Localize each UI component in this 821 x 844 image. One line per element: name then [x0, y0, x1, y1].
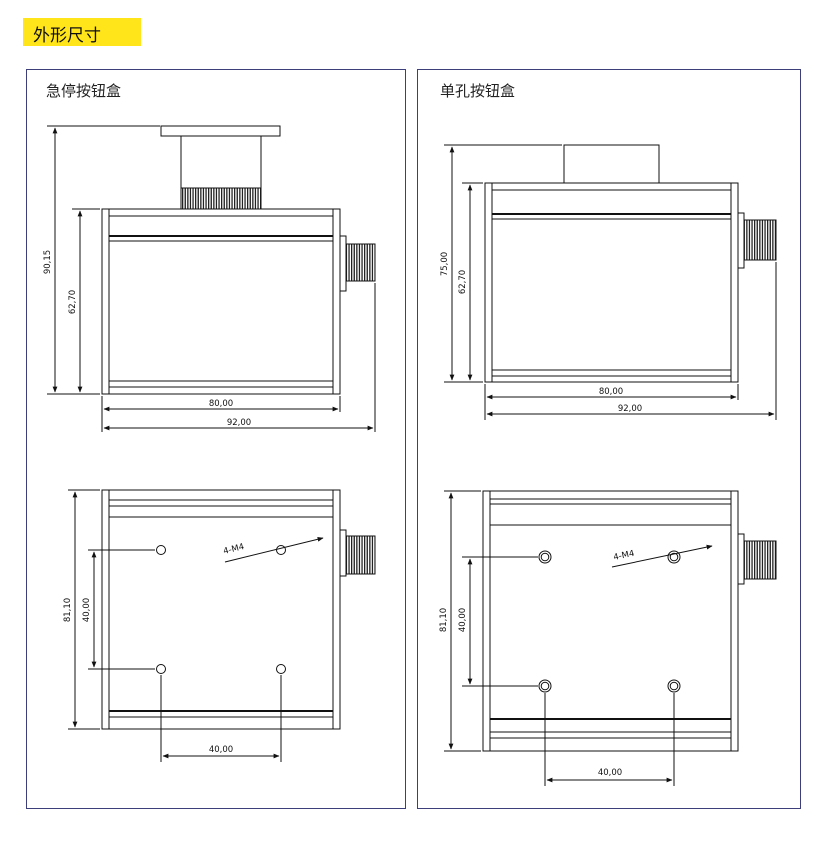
right-bottom-view [444, 490, 777, 786]
left-top-gland-thread [345, 243, 376, 282]
left-top-gland-plate [339, 235, 347, 292]
right-bottom-gland-thread [743, 540, 777, 580]
thread-label-right: 4-M4 [613, 549, 636, 563]
dim-left-top-width-body: 80,00 [209, 399, 233, 409]
left-bottom-body [101, 489, 341, 730]
left-panel-title: 急停按钮盒 [46, 82, 122, 100]
dim-right-bottom-height-total: 81,10 [439, 608, 449, 632]
right-top-view [444, 144, 777, 420]
left-bottom-view [68, 489, 376, 762]
mount-hole [276, 545, 286, 555]
estop-mushroom-head [160, 125, 281, 137]
right-top-gland-thread [743, 219, 777, 261]
right-bottom-body [482, 490, 739, 752]
mount-hole [156, 664, 166, 674]
dim-right-bottom-hole-spacing-v: 40,00 [458, 608, 468, 632]
dim-right-top-width-total: 92,00 [618, 404, 642, 414]
right-bottom-gland-plate [737, 533, 745, 585]
dim-right-bottom-hole-spacing-h: 40,00 [598, 768, 622, 778]
dim-left-top-width-total: 92,00 [227, 418, 251, 428]
dim-left-top-height-body: 62,70 [68, 290, 78, 314]
dim-right-top-width-body: 80,00 [599, 387, 623, 397]
mount-hole [667, 679, 681, 693]
section-title: 外形尺寸 [33, 26, 101, 46]
dim-right-top-height-body: 62,70 [458, 270, 468, 294]
button-housing [563, 144, 660, 184]
mount-hole [667, 550, 681, 564]
right-top-gland-plate [737, 212, 745, 269]
dim-left-bottom-hole-spacing-v: 40,00 [82, 598, 92, 622]
mount-hole [156, 545, 166, 555]
mount-hole [276, 664, 286, 674]
dim-right-top-height-total: 75,00 [440, 252, 450, 276]
estop-knurl [180, 187, 262, 210]
dim-left-bottom-height-total: 81,10 [63, 598, 73, 622]
thread-label-left: 4-M4 [222, 542, 245, 557]
estop-neck [180, 135, 262, 189]
mount-hole [538, 679, 552, 693]
right-top-body [484, 182, 739, 383]
right-panel-title: 单孔按钮盒 [440, 82, 516, 100]
mount-hole [538, 550, 552, 564]
left-top-body [101, 208, 341, 395]
dim-left-top-height-total: 90,15 [43, 250, 53, 274]
left-bottom-gland-thread [345, 535, 376, 575]
section-header: 外形尺寸 [23, 18, 141, 46]
dim-left-bottom-hole-spacing-h: 40,00 [209, 745, 233, 755]
left-bottom-gland-plate [339, 529, 347, 577]
left-top-view [47, 125, 376, 432]
